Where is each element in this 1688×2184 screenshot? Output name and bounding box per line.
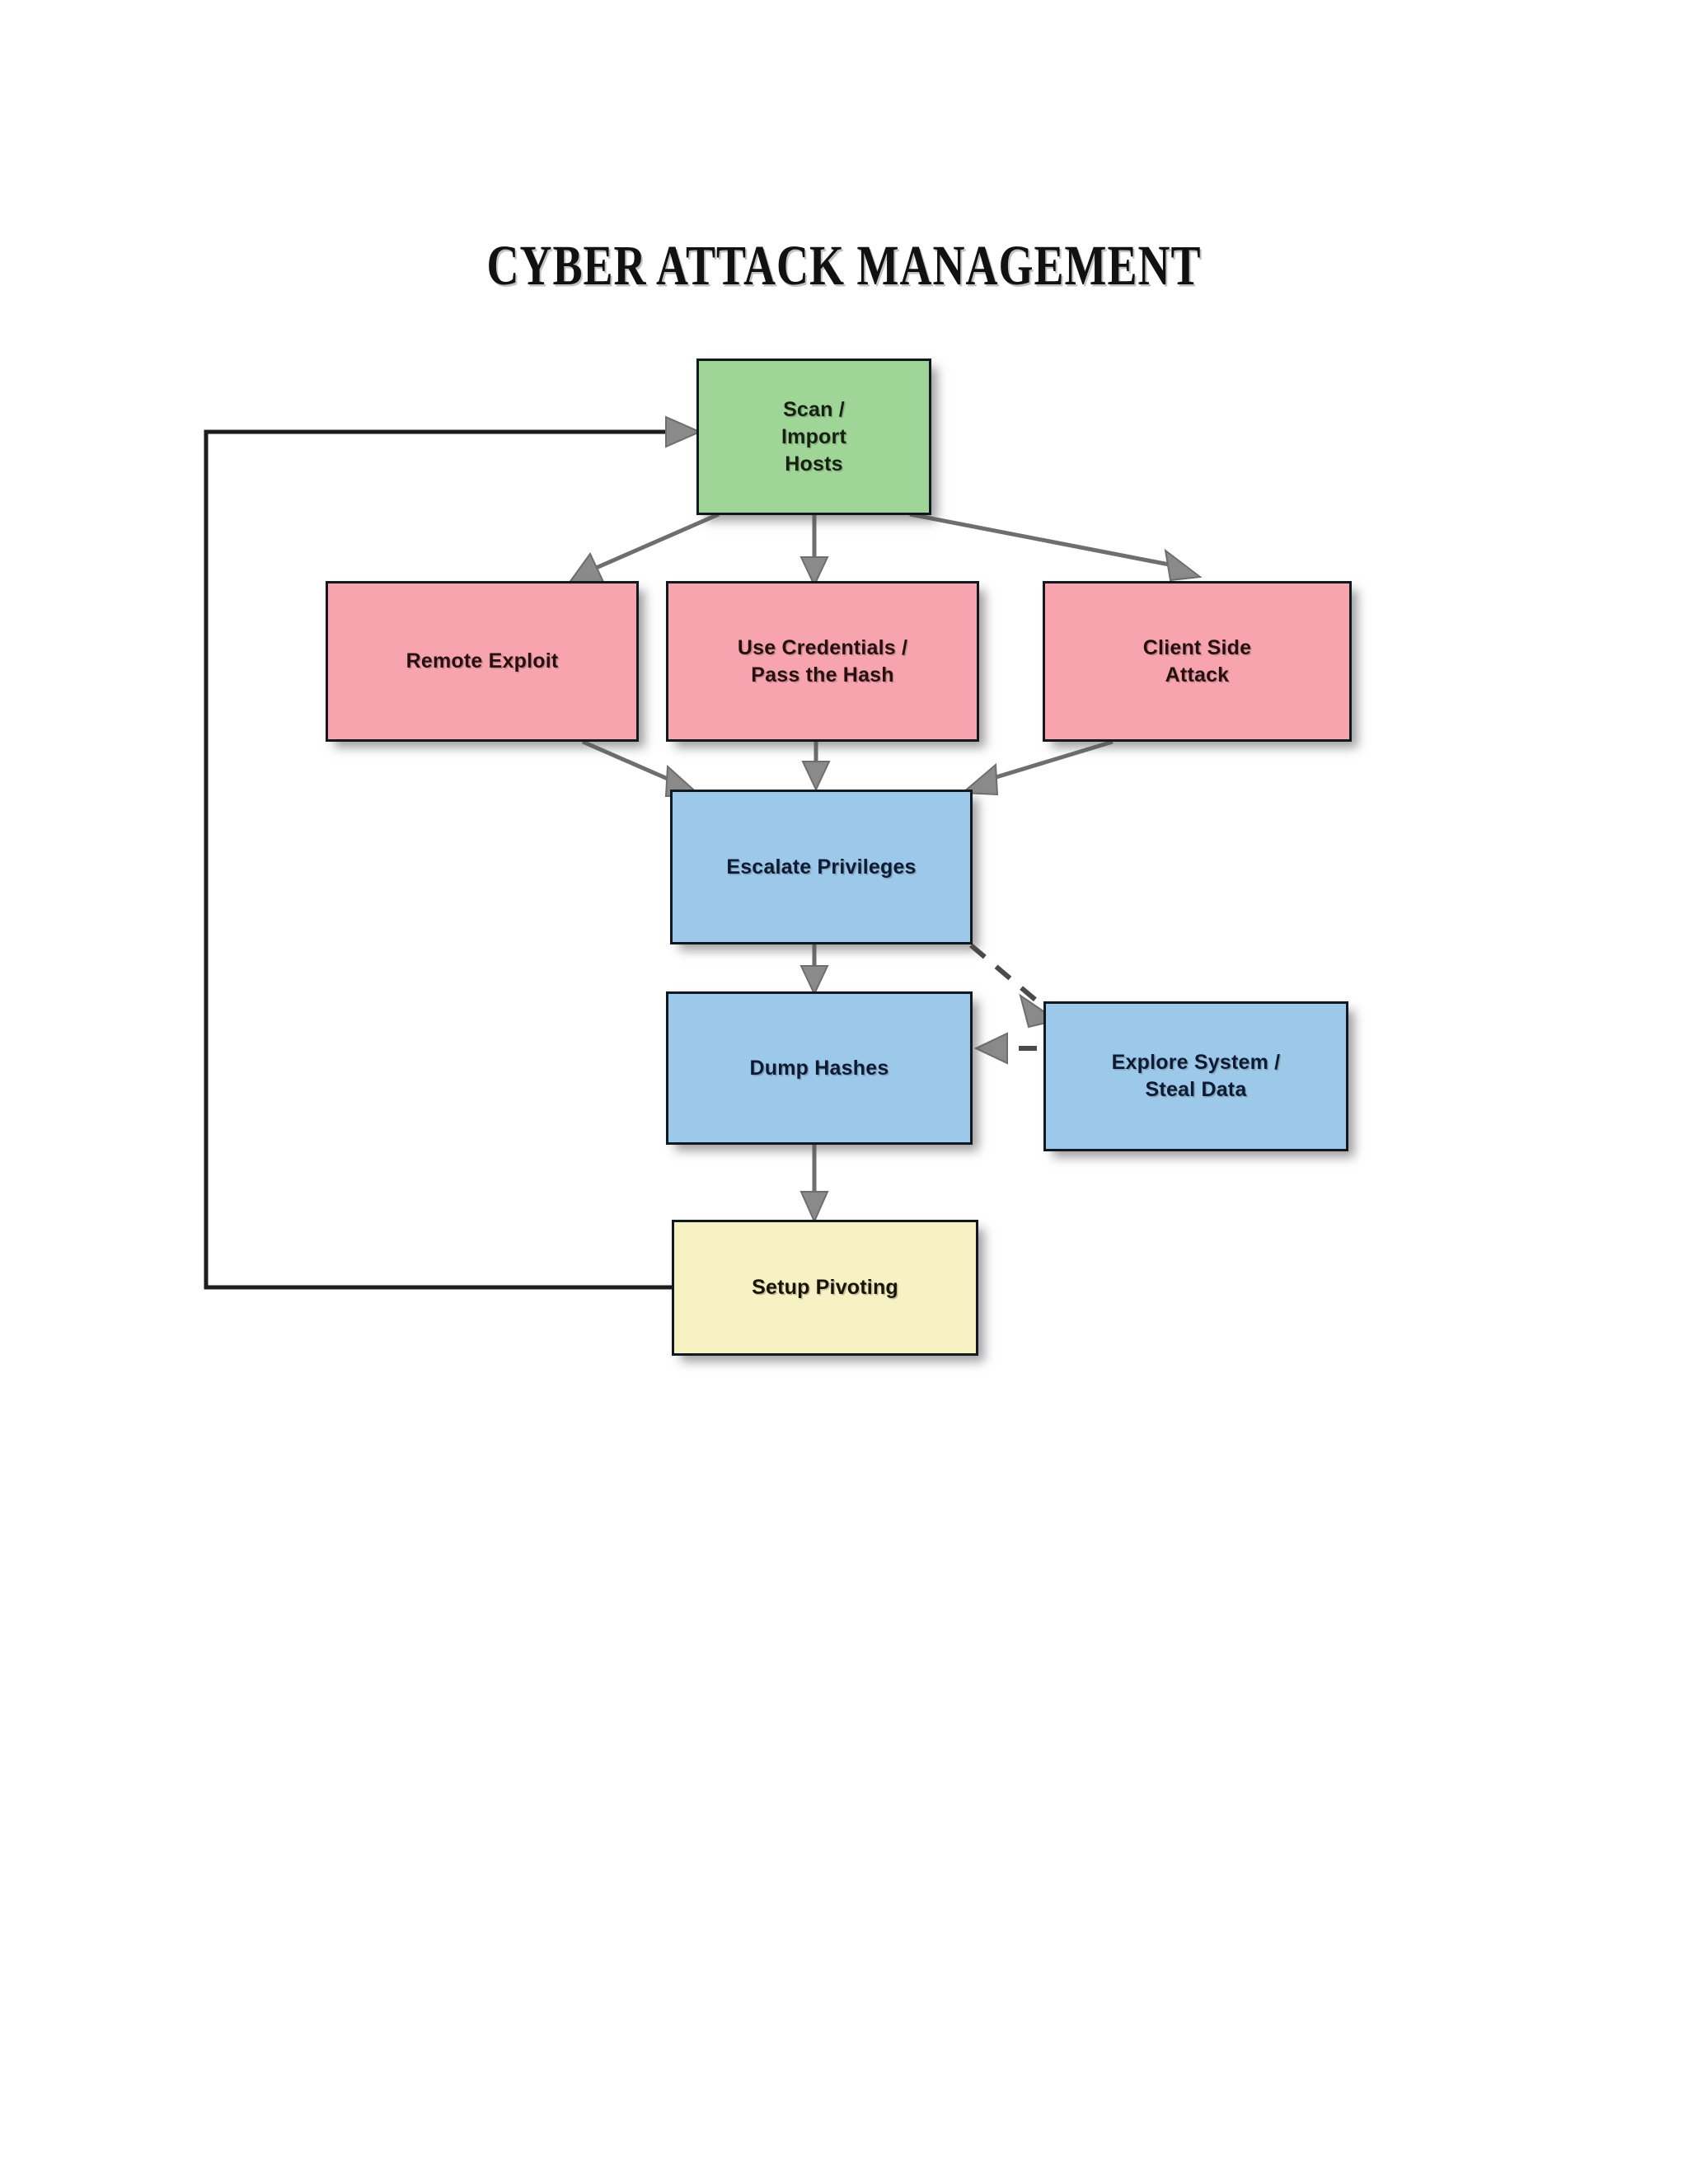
edge-client-side-to-escalate — [960, 739, 1114, 796]
node-setup-pivoting[interactable]: Setup Pivoting — [672, 1220, 978, 1356]
node-use-credentials-pass-the-hash[interactable]: Use Credentials / Pass the Hash — [666, 581, 979, 742]
node-escalate-privileges-label: Escalate Privileges — [726, 855, 917, 879]
node-scan-import-hosts[interactable]: Scan / Import Hosts — [696, 359, 931, 515]
edge-explore-to-dump — [973, 1032, 1037, 1065]
node-explore-system-steal-data-label: Explore System / Steal Data — [1111, 1051, 1281, 1101]
node-remote-exploit-label: Remote Exploit — [406, 649, 559, 673]
node-use-credentials-pass-the-hash-label: Use Credentials / Pass the Hash — [737, 635, 908, 687]
node-client-side-attack[interactable]: Client Side Attack — [1043, 581, 1352, 742]
edge-scan-to-client-side — [909, 512, 1203, 582]
node-escalate-privileges[interactable]: Escalate Privileges — [670, 790, 973, 944]
node-remote-exploit[interactable]: Remote Exploit — [326, 581, 639, 742]
edge-scan-to-remote — [566, 512, 720, 585]
node-client-side-attack-label: Client Side Attack — [1142, 635, 1252, 687]
edge-dump-to-pivot — [799, 1144, 829, 1224]
page-title: CYBER ATTACK MANAGEMENT — [486, 233, 1202, 298]
node-dump-hashes[interactable]: Dump Hashes — [666, 991, 973, 1145]
node-explore-system-steal-data[interactable]: Explore System / Steal Data — [1043, 1001, 1348, 1151]
edge-remote-to-escalate — [581, 739, 703, 797]
edge-scan-to-credentials — [799, 514, 829, 588]
node-setup-pivoting-label: Setup Pivoting — [752, 1276, 898, 1299]
node-scan-import-hosts-label: Scan / Import Hosts — [781, 397, 846, 476]
edge-pivot-to-scan-loop — [204, 415, 702, 1290]
node-dump-hashes-label: Dump Hashes — [749, 1056, 889, 1080]
edge-credentials-to-escalate — [801, 742, 831, 792]
edge-escalate-to-dump — [799, 944, 829, 996]
